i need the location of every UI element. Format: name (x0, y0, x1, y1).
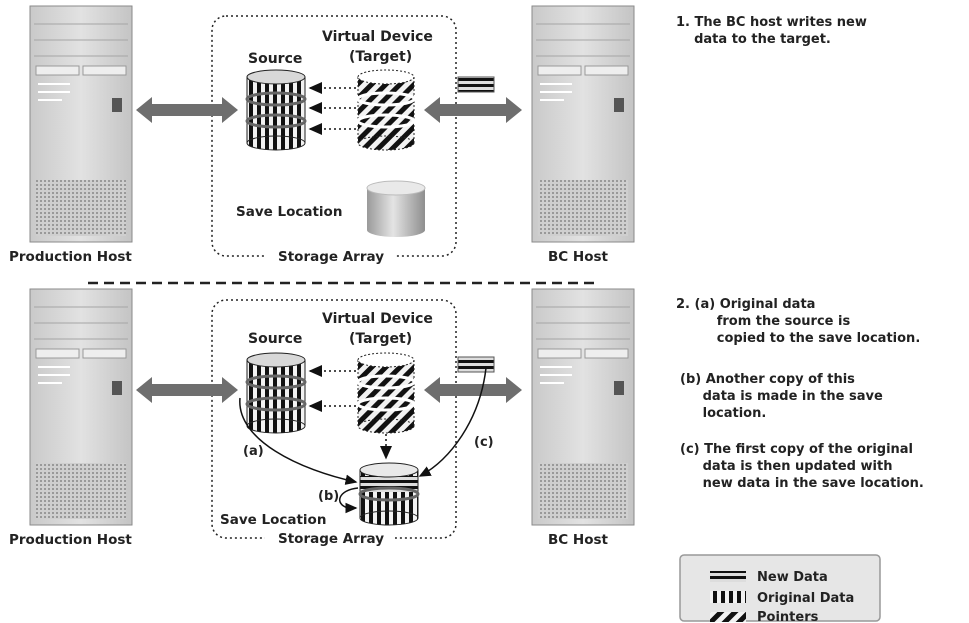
legend-original-data-label: Original Data (757, 591, 854, 606)
source-disk-bottom (245, 352, 307, 434)
legend-original-data-swatch (710, 591, 746, 603)
save-location-disk-top (366, 180, 426, 237)
legend-new-data-swatch (710, 571, 746, 582)
source-disk-top (245, 69, 307, 151)
virtual-device-top (356, 69, 416, 151)
step-2a-note: 2. (a) Original data from the source is … (676, 297, 921, 346)
flow-label-c: (c) (474, 435, 494, 450)
storage-array-box-top (211, 15, 457, 257)
target-label-bottom: (Target) (349, 331, 412, 347)
pointer-arrows-bottom (308, 365, 392, 460)
production-host-server-top (29, 5, 133, 243)
bc-host-server-top (531, 5, 635, 243)
flow-label-b: (b) (318, 489, 339, 504)
flow-arrow-a (239, 397, 358, 485)
storage-array-label-bottom: Storage Array (278, 531, 384, 547)
legend-new-data-label: New Data (757, 570, 828, 585)
flow-arrow-b (338, 487, 359, 514)
save-location-label-bottom: Save Location (220, 512, 326, 528)
bc-host-server-bottom (531, 288, 635, 526)
flow-arrow-c (418, 367, 487, 477)
pointer-arrows-top (308, 82, 356, 135)
source-label-bottom: Source (248, 331, 302, 347)
target-label-top: (Target) (349, 49, 412, 65)
storage-array-label-top: Storage Array (278, 249, 384, 265)
production-host-label-top: Production Host (9, 249, 132, 265)
source-label-top: Source (248, 51, 302, 67)
bc-host-label-bottom: BC Host (548, 532, 609, 548)
virtual-device-label-top: Virtual Device (322, 29, 433, 45)
legend-pointers-swatch (710, 612, 746, 622)
host-link-arrow-bottom-right (424, 377, 522, 403)
step-2c-note: (c) The first copy of the original data … (680, 442, 924, 491)
production-host-label-bottom: Production Host (9, 532, 132, 548)
legend: New Data Original Data Pointers (679, 554, 881, 623)
new-data-block-bottom (457, 356, 495, 373)
virtual-device-bottom (356, 352, 416, 434)
production-host-server-bottom (29, 288, 133, 526)
save-location-disk-bottom (358, 462, 420, 526)
host-link-arrow-top-left (136, 97, 238, 123)
flow-label-a: (a) (243, 444, 264, 459)
virtual-device-label-bottom: Virtual Device (322, 311, 433, 327)
step-2b-note: (b) Another copy of this data is made in… (680, 372, 883, 421)
save-location-label-top: Save Location (236, 204, 342, 220)
legend-pointers-label: Pointers (757, 610, 819, 623)
new-data-block-top (457, 76, 495, 93)
host-link-arrow-top-right (424, 97, 522, 123)
step-1-note: 1. The BC host writes new data to the ta… (676, 15, 867, 47)
bc-host-label-top: BC Host (548, 249, 609, 265)
host-link-arrow-bottom-left (136, 377, 238, 403)
